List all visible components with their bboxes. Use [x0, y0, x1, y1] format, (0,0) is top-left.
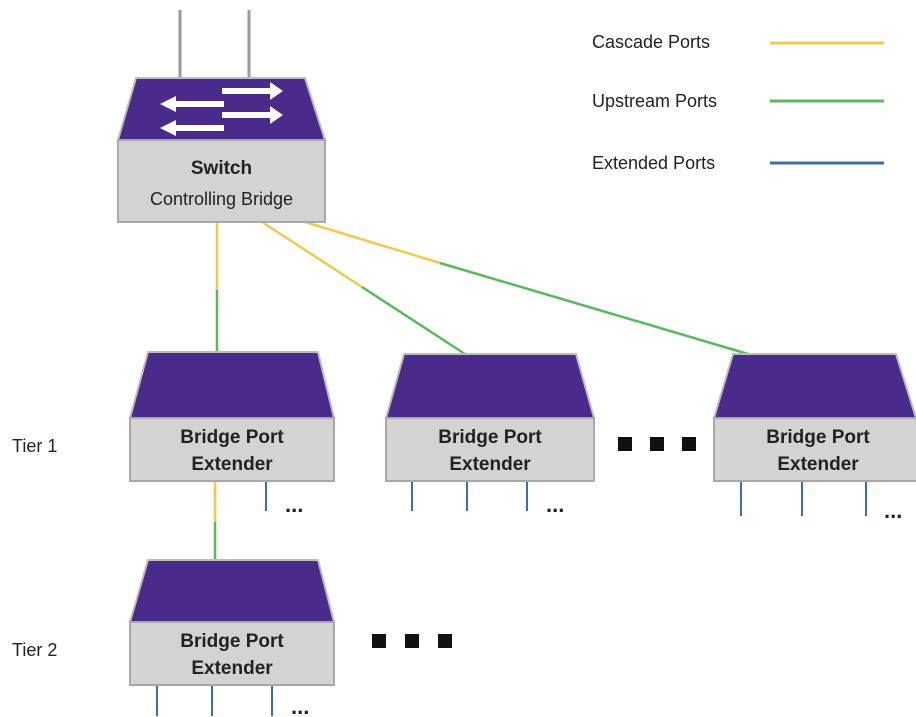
ellipsis: ...: [285, 492, 303, 517]
extended-ports-tier1-a: ...: [265, 482, 303, 517]
connection-switch-to-ext3: [304, 220, 749, 356]
tier2-label: Tier 2: [12, 640, 57, 660]
extender-label-line1: Bridge Port: [180, 427, 284, 448]
more-extenders-dots: [618, 437, 696, 451]
legend-extended-label: Extended Ports: [592, 153, 715, 173]
more-tier2-dots: [372, 634, 452, 648]
tier1-label: Tier 1: [12, 436, 57, 456]
ellipsis: ...: [884, 498, 902, 523]
switch-subtitle: Controlling Bridge: [150, 189, 293, 209]
legend: Cascade Ports Upstream Ports Extended Po…: [592, 32, 884, 173]
extended-ports-tier1-b: ...: [411, 482, 564, 517]
bridge-port-extender-tier1-c: Bridge Port Extender: [712, 353, 916, 482]
extended-ports-tier1-c: ...: [740, 482, 902, 523]
extender-label-line2: Extender: [449, 454, 531, 475]
legend-upstream-label: Upstream Ports: [592, 91, 717, 111]
switch-arrows-icon: [160, 82, 283, 136]
bridge-port-extender-tier1-b: Bridge Port Extender: [384, 353, 596, 482]
ellipsis: ...: [291, 694, 309, 717]
extender-label-line1: Bridge Port: [438, 427, 542, 448]
switch-uplinks: [178, 10, 251, 78]
extender-label-line2: Extender: [191, 658, 273, 679]
extender-label-line1: Bridge Port: [180, 631, 284, 652]
ellipsis: ...: [546, 492, 564, 517]
bridge-port-extender-tier2: Bridge Port Extender: [128, 559, 336, 686]
extender-label-line2: Extender: [191, 454, 273, 475]
extender-label-line2: Extender: [777, 454, 859, 475]
legend-cascade-label: Cascade Ports: [592, 32, 710, 52]
extender-label-line1: Bridge Port: [766, 427, 870, 448]
switch-device: Switch Controlling Bridge: [116, 77, 327, 223]
switch-title: Switch: [191, 158, 252, 179]
connection-switch-to-ext2: [261, 220, 466, 356]
bridge-port-extender-tier1-a: Bridge Port Extender: [128, 351, 336, 482]
extended-ports-tier2: ...: [156, 686, 309, 717]
